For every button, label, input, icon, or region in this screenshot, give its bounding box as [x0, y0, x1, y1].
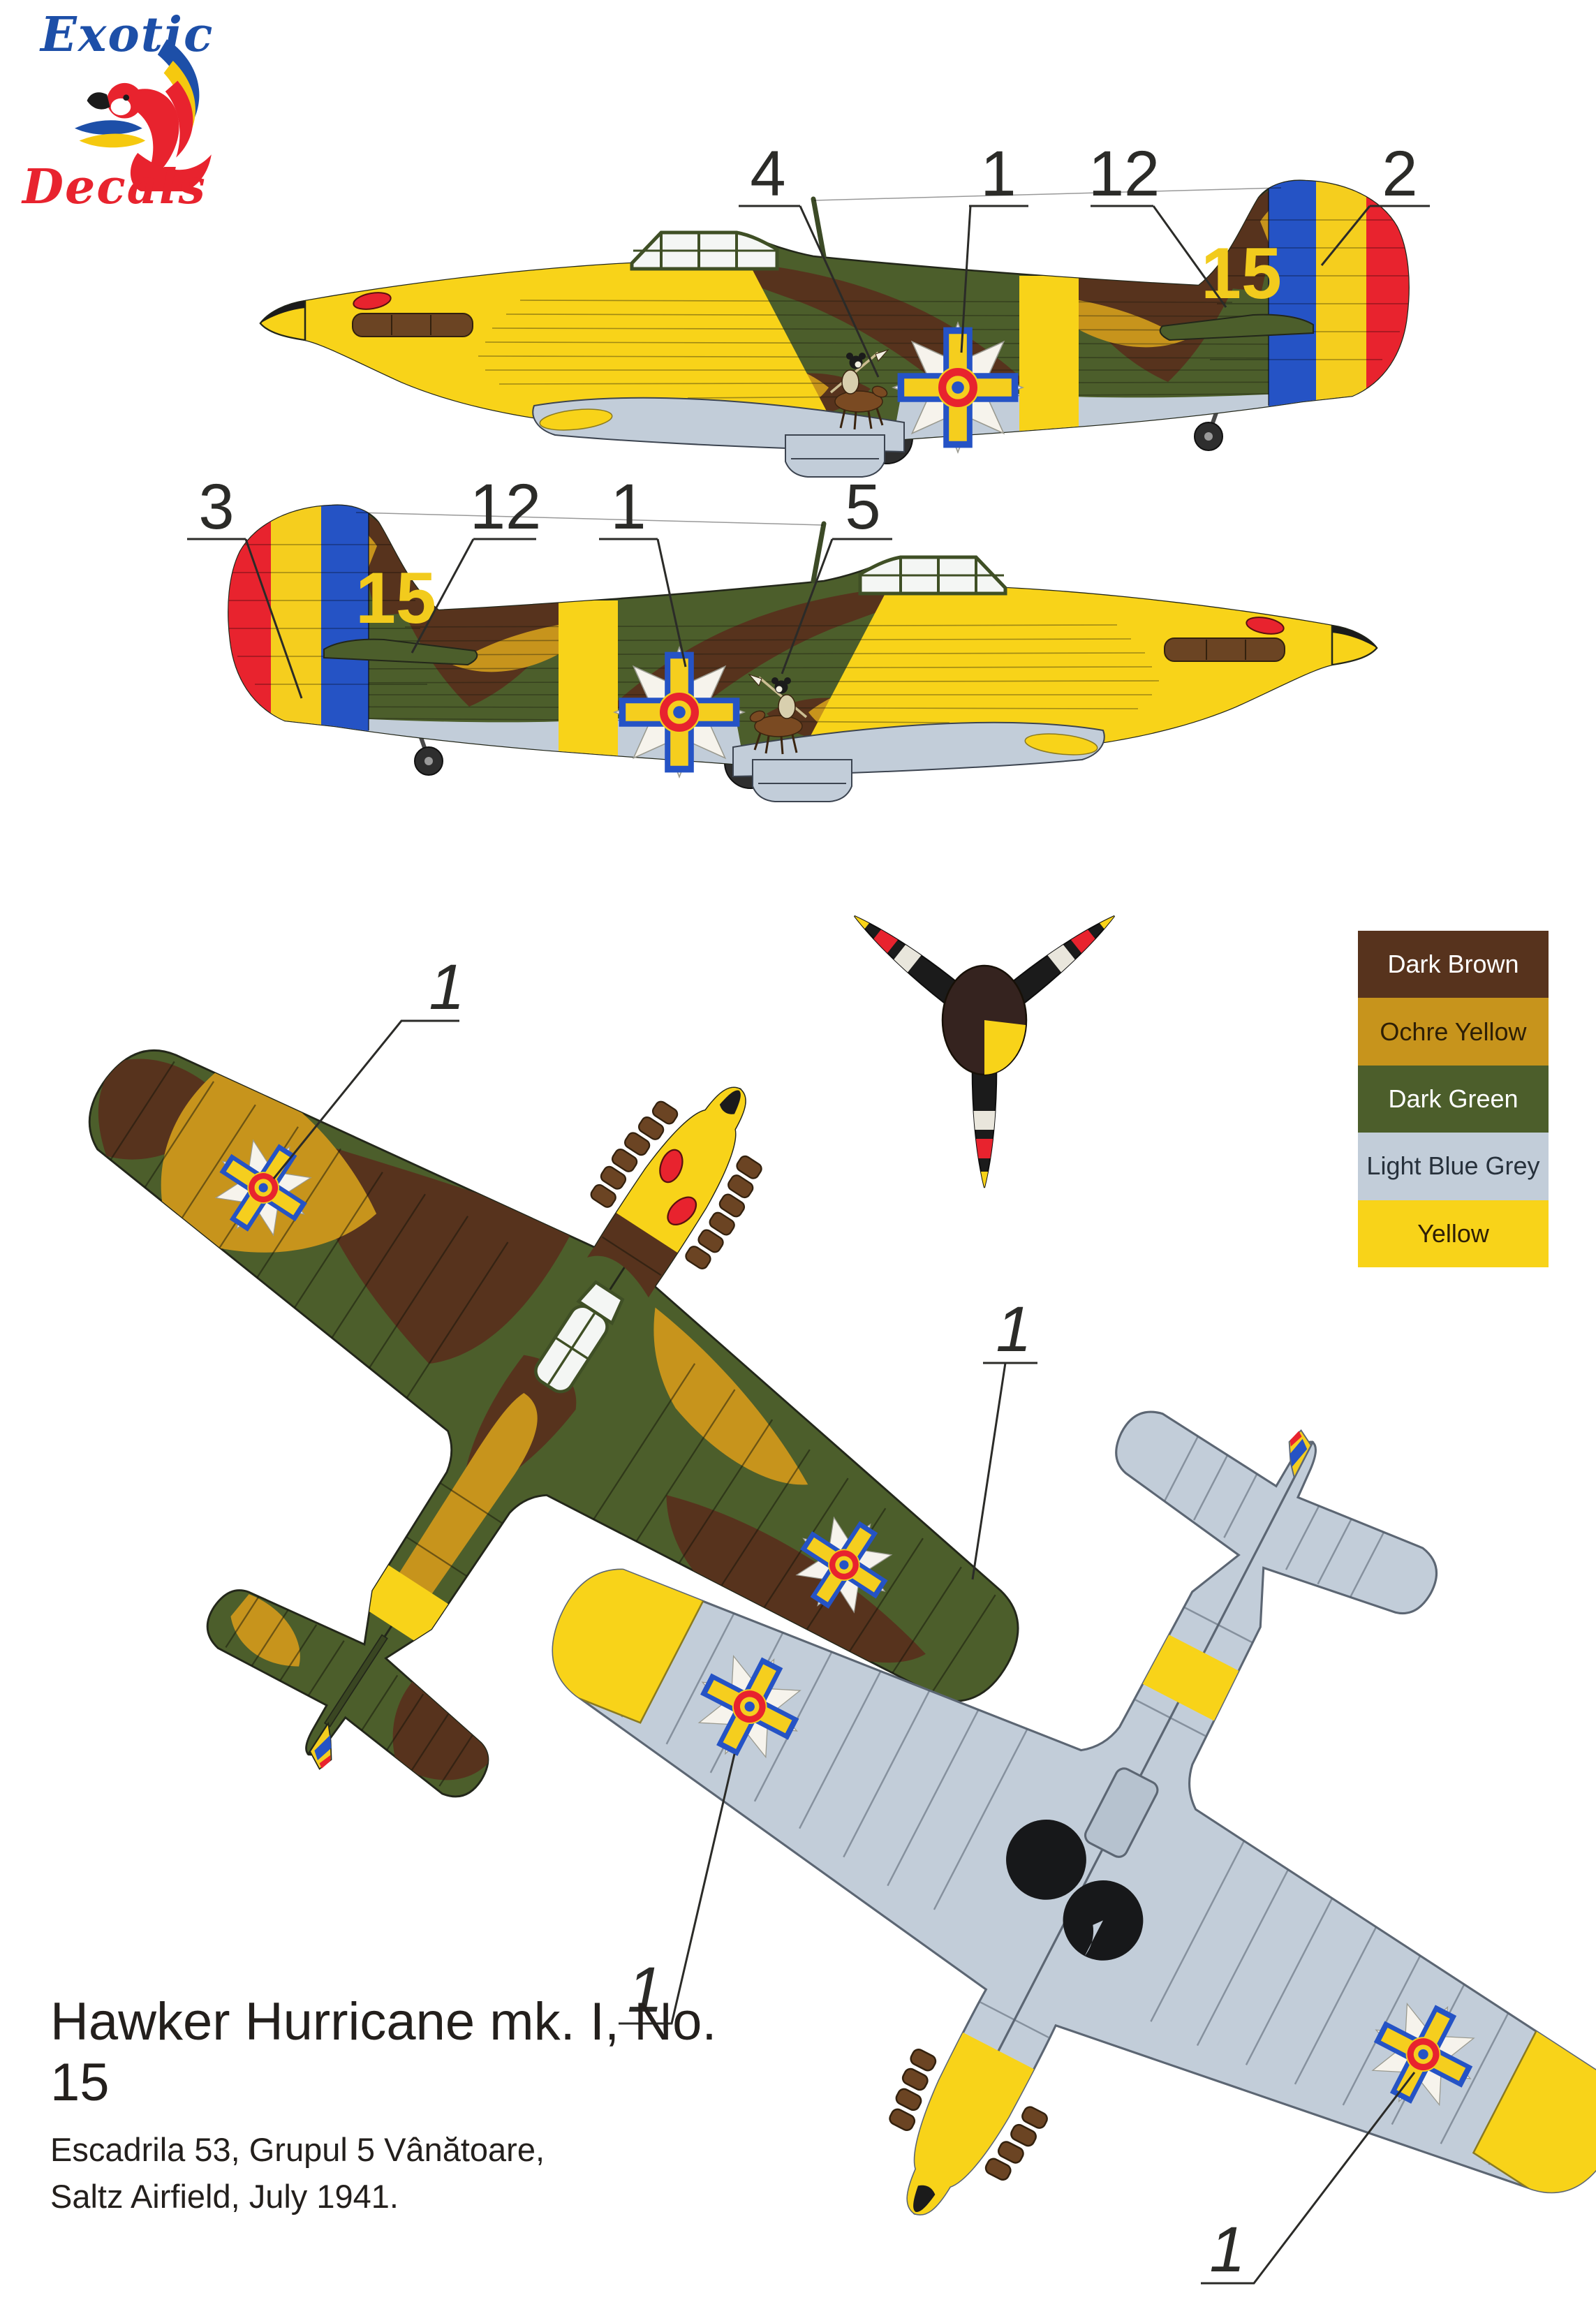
callout-number: 1: [996, 1294, 1032, 1365]
brand-word-bottom: Decals: [22, 159, 207, 215]
fuselage-band: [360, 1564, 450, 1646]
propeller-diagram: [796, 859, 1173, 1187]
callout-number: 1: [429, 952, 465, 1023]
rudder-stripes: [1288, 1429, 1312, 1480]
legend-item: Dark Brown: [1358, 931, 1549, 998]
canopy: [534, 1280, 625, 1394]
brand-logo: Exotic Decals: [15, 4, 267, 221]
callout-number: 12: [1088, 138, 1160, 209]
legend-item: Light Blue Grey: [1358, 1133, 1549, 1200]
caption-line: Saltz Airfield, July 1941.: [50, 2177, 399, 2215]
legend-item: Ochre Yellow: [1358, 998, 1549, 1066]
legend-label: Dark Brown: [1387, 950, 1519, 979]
tactical-number: 15: [1201, 233, 1282, 314]
legend-label: Dark Green: [1388, 1084, 1519, 1114]
bottom-plan-view: [390, 1171, 1596, 2300]
callout-number: 5: [845, 471, 881, 543]
tactical-number: 15: [355, 558, 436, 639]
legend-label: Light Blue Grey: [1366, 1151, 1540, 1181]
callout-number: 4: [750, 138, 786, 209]
legend-label: Yellow: [1417, 1218, 1489, 1248]
callout-number: 2: [1382, 138, 1418, 209]
side-profile-starboard: 15: [255, 157, 1414, 492]
page-title: Hawker Hurricane mk. I, No. 15: [50, 1992, 717, 2112]
exhaust-stacks: [590, 1100, 762, 1269]
fuselage-band: [1141, 1634, 1241, 1721]
side-profile-port: 15: [223, 482, 1382, 817]
top-plan-view: [0, 795, 1192, 2048]
parrot-icon: [75, 39, 212, 191]
caption-block: Hawker Hurricane mk. I, No. 15 Escadrila…: [50, 1991, 748, 2220]
legend-label: Ochre Yellow: [1380, 1017, 1527, 1046]
brand-word-top: Exotic: [40, 7, 214, 63]
callout-number: 1: [980, 138, 1017, 209]
paint-legend: Dark Brown Ochre Yellow Dark Green Light…: [1358, 931, 1549, 1268]
callout-number: 12: [469, 471, 542, 543]
wheel-well: [1006, 1819, 1086, 1900]
radiator: [1084, 1767, 1159, 1858]
callout-number: 1: [627, 1954, 663, 2026]
callout-number: 3: [198, 471, 235, 543]
callout-number: 1: [1209, 2214, 1246, 2285]
legend-item: Yellow: [1358, 1200, 1549, 1268]
exhaust-stacks: [889, 2049, 1048, 2181]
rudder-stripes: [309, 1721, 332, 1770]
caption-line: Escadrila 53, Grupul 5 Vânătoare,: [50, 2131, 545, 2168]
callout-number: 1: [610, 471, 646, 543]
legend-item: Dark Green: [1358, 1065, 1549, 1133]
